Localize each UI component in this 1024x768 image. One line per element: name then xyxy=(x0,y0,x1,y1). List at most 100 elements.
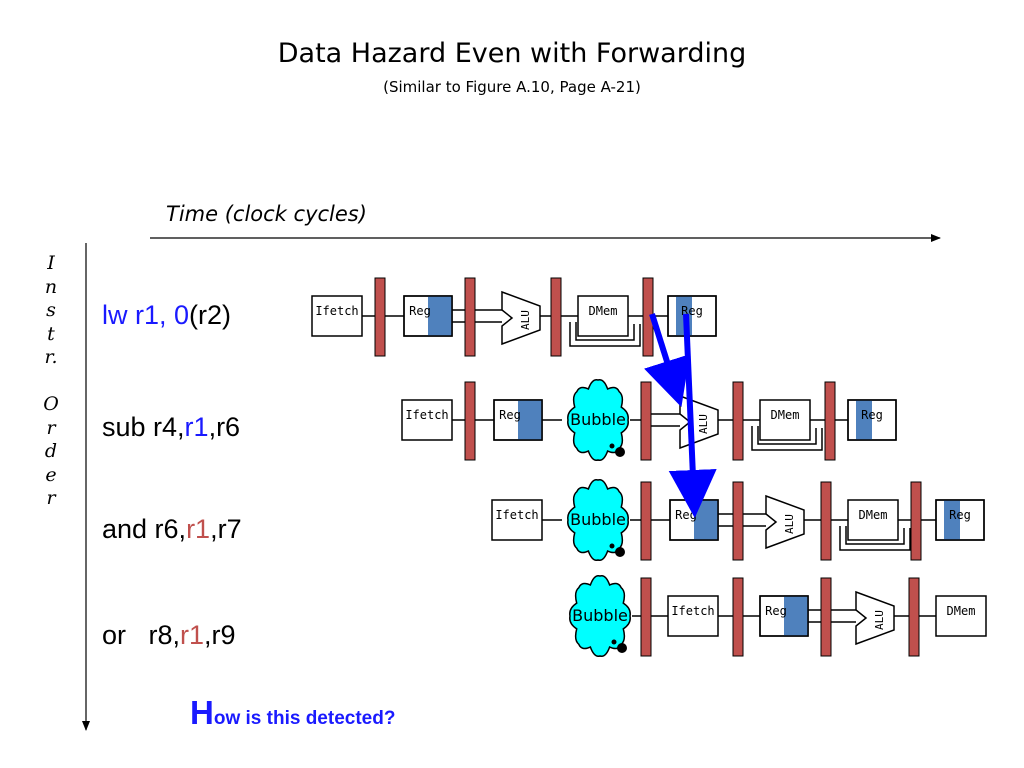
pipeline-register xyxy=(732,577,744,657)
bubble-tail-dot xyxy=(609,443,615,449)
instr-part: lw r1, 0 xyxy=(102,300,190,330)
mem-bypass-wire xyxy=(751,426,823,451)
pipeline-register xyxy=(820,481,832,561)
pipeline-register xyxy=(640,577,652,657)
mem-bypass-wire xyxy=(575,322,635,341)
pipeline-register xyxy=(820,577,832,657)
bubble-tail-dot xyxy=(615,447,625,457)
bubble-cloud xyxy=(567,478,629,562)
bubble-cloud xyxy=(567,378,629,462)
instruction-and: and r6,r1,r7 xyxy=(102,514,242,545)
bubble-tail-dot xyxy=(615,547,625,557)
time-axis-label: Time (clock cycles) xyxy=(166,202,367,226)
instr-part: ,r9 xyxy=(204,620,236,650)
pipeline-register xyxy=(464,381,476,461)
alu-label: ALU xyxy=(783,514,796,534)
instr-part: and r6, xyxy=(102,514,187,544)
reg-label: Reg xyxy=(675,508,697,522)
pipeline-register xyxy=(824,381,836,461)
dmem-label: DMem xyxy=(771,408,800,422)
reg-read-shade xyxy=(428,296,452,336)
instruction-sub: sub r4,r1,r6 xyxy=(102,412,240,443)
order-letter: I xyxy=(47,252,55,274)
reg-outline xyxy=(759,595,809,637)
dmem-label: DMem xyxy=(589,304,618,318)
reg-outline xyxy=(847,399,897,441)
bubble-cloud xyxy=(569,574,631,658)
instruction-lw: lw r1, 0(r2) xyxy=(102,300,231,331)
alu-shape xyxy=(501,290,541,346)
forward-arrow-to-sub-alu xyxy=(644,313,690,408)
alu-label: ALU xyxy=(519,310,532,330)
pipeline-register xyxy=(640,381,652,461)
mem-bypass-wire xyxy=(757,426,817,445)
reg-label: Reg xyxy=(861,408,883,422)
ifetch-label: Ifetch xyxy=(405,408,448,422)
order-letter: d xyxy=(44,440,58,462)
reg-outline xyxy=(403,295,453,337)
instr-part: r1 xyxy=(184,412,209,442)
dmem-label: DMem xyxy=(947,604,976,618)
ifetch-box xyxy=(401,399,453,441)
instruction-order-label: I n s t r. O r d e r xyxy=(36,252,66,511)
ifetch-label: Ifetch xyxy=(671,604,714,618)
bubble-tail-dot xyxy=(617,643,627,653)
order-letter: O xyxy=(43,393,59,415)
reg-label: Reg xyxy=(765,604,787,618)
alu-label: ALU xyxy=(697,414,710,434)
bubble-stall: Bubble xyxy=(569,574,631,658)
reg-label: Reg xyxy=(499,408,521,422)
reg-label: Reg xyxy=(949,508,971,522)
pipeline-row-and: Ifetch Bubble Reg ALU DMem Reg xyxy=(491,478,985,562)
reg-label: Reg xyxy=(409,304,431,318)
reg-outline xyxy=(667,295,717,337)
pipeline-register xyxy=(640,481,652,561)
reg-read-shade xyxy=(784,596,808,636)
reg-read-shade xyxy=(694,500,718,540)
pipeline-register xyxy=(732,481,744,561)
alu-label: ALU xyxy=(873,610,886,630)
order-letter: t xyxy=(47,322,55,345)
question-initial: H xyxy=(190,694,214,731)
detection-question: How is this detected? xyxy=(190,694,395,732)
bubble-label: Bubble xyxy=(570,510,626,529)
bubble-label: Bubble xyxy=(572,606,628,625)
pipeline-row-or: Bubble Ifetch Reg ALU DMem xyxy=(569,574,987,658)
pipeline-register xyxy=(732,381,744,461)
pipeline-register xyxy=(550,277,562,357)
pipeline-row-sub: Ifetch Reg Bubble ALU DMem Reg xyxy=(401,378,897,462)
mem-bypass-wire xyxy=(569,322,641,347)
bubble-tail-dot xyxy=(609,543,615,549)
slide-subtitle: (Similar to Figure A.10, Page A-21) xyxy=(383,78,641,96)
order-letter: r. xyxy=(44,346,58,368)
instr-part: ,r6 xyxy=(208,412,241,442)
order-letter: r xyxy=(46,487,56,509)
bubble-label: Bubble xyxy=(570,410,626,429)
instruction-or: or r8,r1,r9 xyxy=(102,620,236,651)
bubble-stall: Bubble xyxy=(567,378,629,462)
dmem-label: DMem xyxy=(859,508,888,522)
pipeline-register xyxy=(910,481,922,561)
reg-read-shade xyxy=(518,400,542,440)
ifetch-label: Ifetch xyxy=(495,508,538,522)
instr-part: r1 xyxy=(180,620,205,650)
question-text: ow is this detected? xyxy=(213,708,396,729)
instr-part: ,r7 xyxy=(210,514,242,544)
alu-shape xyxy=(765,494,805,550)
instr-part: or r8, xyxy=(102,620,181,650)
order-letter: r xyxy=(46,416,56,439)
pipeline-register xyxy=(374,277,386,357)
order-letter: e xyxy=(45,463,57,486)
instr-part: (r2) xyxy=(189,300,232,330)
alu-shape xyxy=(855,590,895,646)
ifetch-box xyxy=(311,295,363,337)
dmem-box xyxy=(935,595,987,637)
mem-bypass-wire xyxy=(845,526,905,545)
dmem-box xyxy=(577,295,629,337)
mem-bypass-wire xyxy=(839,526,911,551)
reg-outline xyxy=(935,499,985,541)
slide-title: Data Hazard Even with Forwarding xyxy=(277,38,747,69)
bubble-stall: Bubble xyxy=(567,478,629,562)
dmem-box xyxy=(847,499,899,541)
